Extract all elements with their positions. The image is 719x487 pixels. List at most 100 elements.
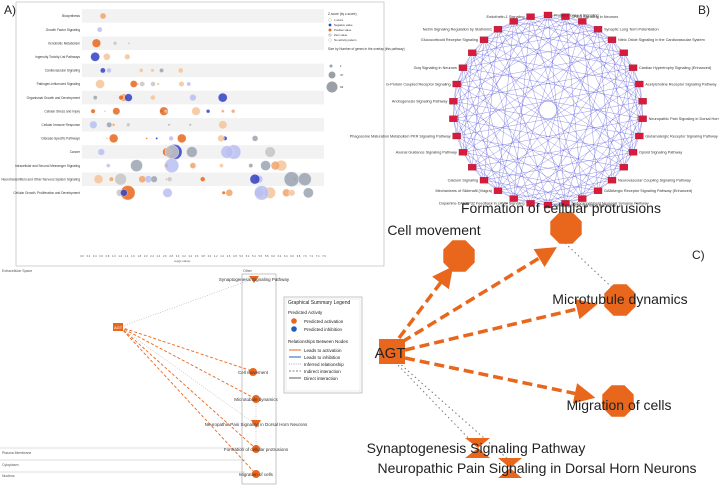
legend-inhibition-label: Predicted inhibition <box>304 327 343 332</box>
panel-a-xtick: 3.6 <box>195 254 199 258</box>
legend-z-swatch-icon <box>328 38 332 42</box>
panel-a-row-label: Cardiovascular Signaling <box>45 69 80 73</box>
legend-direct: Direct interaction <box>304 376 338 381</box>
panel-a-bubble <box>220 145 234 159</box>
network-edge <box>453 83 457 102</box>
protrusions-node-small <box>252 445 260 453</box>
microtubule-label-small: Microtubule dynamics <box>234 397 278 402</box>
network-node <box>452 80 461 88</box>
network-edge <box>453 101 640 137</box>
panel-a-xtick: 4.4 <box>220 254 224 258</box>
network-edge <box>530 135 640 204</box>
network-node-label: Neurovascular Coupling Signaling Pathway <box>618 179 691 183</box>
network-edge <box>513 16 531 22</box>
panel-a-bubble <box>150 94 156 101</box>
network-edge <box>462 16 566 153</box>
panel-a-row-label: Intracellular and Second Messenger Signa… <box>15 164 80 168</box>
network-edge <box>462 67 499 191</box>
legend-predicted-title: Predicted Activity <box>288 310 323 315</box>
panel-a-xtick: 3.0 <box>176 254 180 258</box>
network-node-label: Dopamine-DARPP32 Feedback in cAMP Signal… <box>439 202 524 206</box>
panel-a-xtick: 2.0 <box>144 254 148 258</box>
network-edge <box>483 21 583 40</box>
network-node-label: Glucocorticoid Receptor Signaling <box>421 38 478 42</box>
network-edge <box>462 16 531 153</box>
network-edge <box>497 16 566 30</box>
network-edge <box>483 39 599 191</box>
neuropathic-node-small <box>251 420 261 428</box>
edge-agt-migration <box>119 326 256 474</box>
network-edge <box>611 39 624 168</box>
network-edge <box>456 52 624 85</box>
network-edge <box>456 16 566 85</box>
network-edge <box>530 16 599 30</box>
network-edge <box>453 83 640 119</box>
network-edge <box>456 39 613 137</box>
network-edge <box>611 39 643 102</box>
panel-a-xtick: 7.4 <box>316 254 320 258</box>
edge-agt-neuropathic <box>119 326 256 425</box>
panel-a-bubble <box>225 189 233 197</box>
compartment-plasma-membrane: Plasma Membrane <box>2 451 31 455</box>
panel-a-bubble <box>109 133 119 143</box>
panel-a-legend-size-title: Size by Number of genes in the overlap (… <box>328 47 405 51</box>
network-node <box>543 201 553 209</box>
panel-a-bubble <box>90 108 96 114</box>
network-node <box>593 26 603 33</box>
network-node-label: Phagosome Maturation Metabolism PKR Sign… <box>350 134 451 138</box>
network-edge <box>565 16 583 199</box>
panel-a-bubble <box>288 189 296 197</box>
network-edge <box>565 39 613 204</box>
network-edge <box>513 21 566 204</box>
panel-a-bubble <box>159 68 164 73</box>
network-edge <box>497 14 549 191</box>
network-edge <box>453 67 634 102</box>
other-compartment-box <box>241 273 277 485</box>
network-edge <box>456 67 464 85</box>
panel-a-bubble <box>138 68 144 73</box>
panel-a-bubble <box>191 106 201 116</box>
panel-a-row-band <box>82 118 324 132</box>
panel-a-bubble <box>127 41 131 45</box>
panel-a-letter: A) <box>4 3 16 17</box>
network-edge <box>462 14 549 68</box>
network-edge <box>513 21 624 168</box>
network-node <box>479 36 489 43</box>
compartment-nucleus: Nucleus <box>2 474 15 478</box>
network-edge <box>632 67 640 137</box>
panel-a-bubble <box>252 135 259 142</box>
network-node-label: Gαq Signaling in Neurons <box>414 66 457 70</box>
panel-a-xtick: 0.0 <box>80 254 84 258</box>
edge-agt-microtubule <box>119 326 255 399</box>
network-edge <box>453 118 634 153</box>
network-edge <box>462 52 624 153</box>
synaptogenesis-label-small: Synaptogenesis Signaling Pathway <box>219 277 290 282</box>
network-edge <box>565 16 640 85</box>
network-edge <box>632 135 640 153</box>
network-edge <box>623 52 634 68</box>
network-edge <box>623 52 634 153</box>
panel-a-xlabel: -log(p-value) <box>174 259 191 263</box>
panel-a-bubble <box>177 133 187 143</box>
panel-a-xtick: 1.2 <box>118 254 122 258</box>
compartment-extracellular: Extracellular Space <box>2 269 32 273</box>
network-edge <box>623 152 634 168</box>
panel-a-xtick: 5.4 <box>252 254 256 258</box>
network-edge <box>497 190 514 199</box>
panel-a-row-label: Neurotransmitters and Other Nervous Syst… <box>1 177 80 181</box>
network-edge <box>547 152 634 206</box>
panel-a-bubble <box>166 144 183 160</box>
panel-a-bubble <box>165 178 168 181</box>
panel-a-bubble <box>150 68 155 73</box>
panel-a-bubble <box>111 123 116 127</box>
network-edge <box>483 29 499 40</box>
panel-a-bubble <box>120 185 136 201</box>
panel-a-xtick: 7.2 <box>309 254 313 258</box>
legend-relationships-title: Relationships Between Nodes <box>288 339 349 344</box>
network-node <box>578 18 587 25</box>
panel-a-bubble <box>162 187 173 198</box>
network-edge <box>472 52 583 199</box>
network-node <box>628 149 638 156</box>
